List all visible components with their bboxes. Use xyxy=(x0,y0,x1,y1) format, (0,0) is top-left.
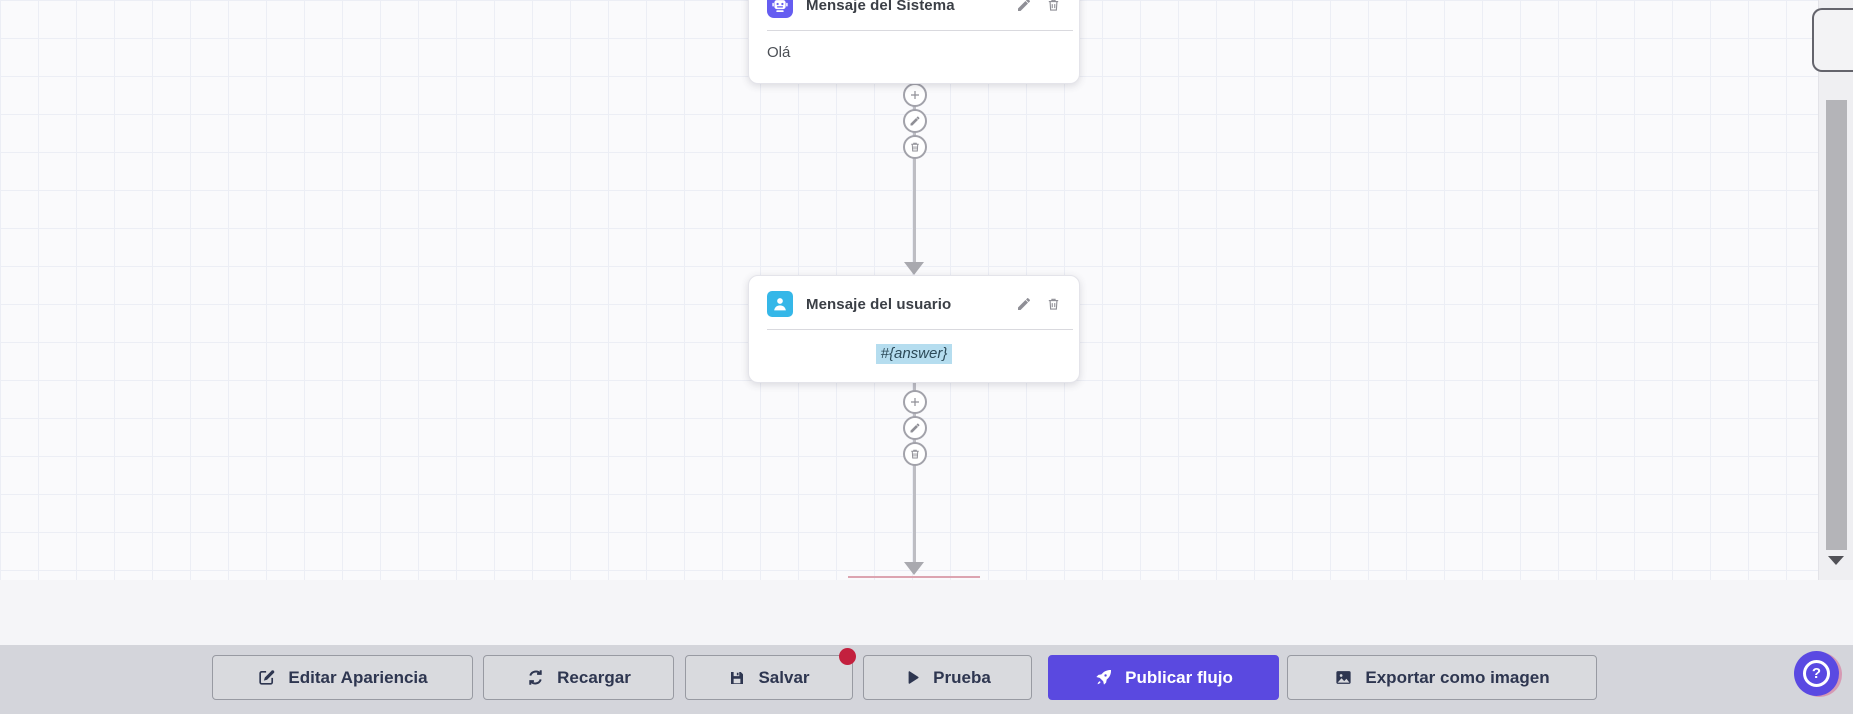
delete-connection-button[interactable] xyxy=(903,135,927,159)
connector-arrowhead xyxy=(904,262,924,275)
question-mark-icon: ? xyxy=(1803,660,1830,687)
image-icon xyxy=(1336,671,1352,684)
edit-connection-button[interactable] xyxy=(903,109,927,133)
play-icon xyxy=(908,671,919,684)
delete-node-icon[interactable] xyxy=(1046,296,1061,312)
publish-flow-button[interactable]: Publicar flujo xyxy=(1048,655,1279,700)
user-icon xyxy=(767,291,793,317)
pencil-icon xyxy=(910,423,920,433)
node-divider xyxy=(767,329,1073,330)
plus-icon xyxy=(911,91,919,99)
add-node-button[interactable] xyxy=(903,390,927,414)
node-header: Mensaje del usuario xyxy=(749,276,1079,327)
trash-icon xyxy=(911,449,919,459)
button-label: Editar Apariencia xyxy=(288,667,428,687)
scroll-down-arrow-icon[interactable] xyxy=(1828,556,1844,565)
node-actions xyxy=(1016,0,1061,13)
button-label: Salvar xyxy=(758,667,810,687)
reload-button[interactable]: Recargar xyxy=(483,655,674,700)
edit-connection-button[interactable] xyxy=(903,416,927,440)
node-divider xyxy=(767,30,1073,31)
pencil-icon xyxy=(910,116,920,126)
help-button[interactable]: ? xyxy=(1794,651,1839,696)
node-body: #{answer} xyxy=(749,330,1079,380)
rocket-icon xyxy=(1096,669,1112,685)
vertical-scrollbar-thumb[interactable] xyxy=(1826,100,1847,550)
connector-line xyxy=(913,383,916,565)
edit-node-icon[interactable] xyxy=(1016,0,1032,13)
floppy-disk-icon xyxy=(731,671,744,684)
refresh-icon xyxy=(529,670,542,685)
edit-appearance-button[interactable]: Editar Apariencia xyxy=(212,655,473,700)
add-node-button[interactable] xyxy=(903,83,927,107)
node-body: Olá xyxy=(767,44,791,61)
trash-icon xyxy=(911,142,919,152)
connector-line xyxy=(913,83,916,266)
save-button[interactable]: Salvar xyxy=(685,655,853,700)
button-label: Prueba xyxy=(933,667,991,687)
robot-icon xyxy=(767,0,793,18)
plus-icon xyxy=(911,398,919,406)
export-image-button[interactable]: Exportar como imagen xyxy=(1287,655,1597,700)
node-system-message[interactable]: Mensaje del Sistema Olá xyxy=(748,0,1080,84)
delete-node-icon[interactable] xyxy=(1046,0,1061,13)
side-panel-handle[interactable] xyxy=(1812,8,1853,72)
node-user-message[interactable]: Mensaje del usuario #{answer} xyxy=(748,275,1080,383)
node-actions xyxy=(1016,296,1061,312)
edit-node-icon[interactable] xyxy=(1016,296,1032,312)
flow-canvas[interactable]: Mensaje del Sistema Olá xyxy=(0,0,1853,580)
next-node-edge xyxy=(848,576,980,578)
edit-square-icon xyxy=(259,670,275,685)
node-title: Mensaje del usuario xyxy=(806,295,952,313)
button-label: Recargar xyxy=(557,667,631,687)
delete-connection-button[interactable] xyxy=(903,442,927,466)
button-label: Publicar flujo xyxy=(1125,667,1233,687)
node-header: Mensaje del Sistema xyxy=(749,0,1079,28)
canvas-footer-strip xyxy=(0,580,1853,645)
answer-variable-chip: #{answer} xyxy=(875,344,953,364)
button-label: Exportar como imagen xyxy=(1365,667,1550,687)
connector-arrowhead xyxy=(904,562,924,575)
node-title: Mensaje del Sistema xyxy=(806,0,955,14)
unsaved-changes-dot xyxy=(839,648,856,665)
test-button[interactable]: Prueba xyxy=(863,655,1032,700)
